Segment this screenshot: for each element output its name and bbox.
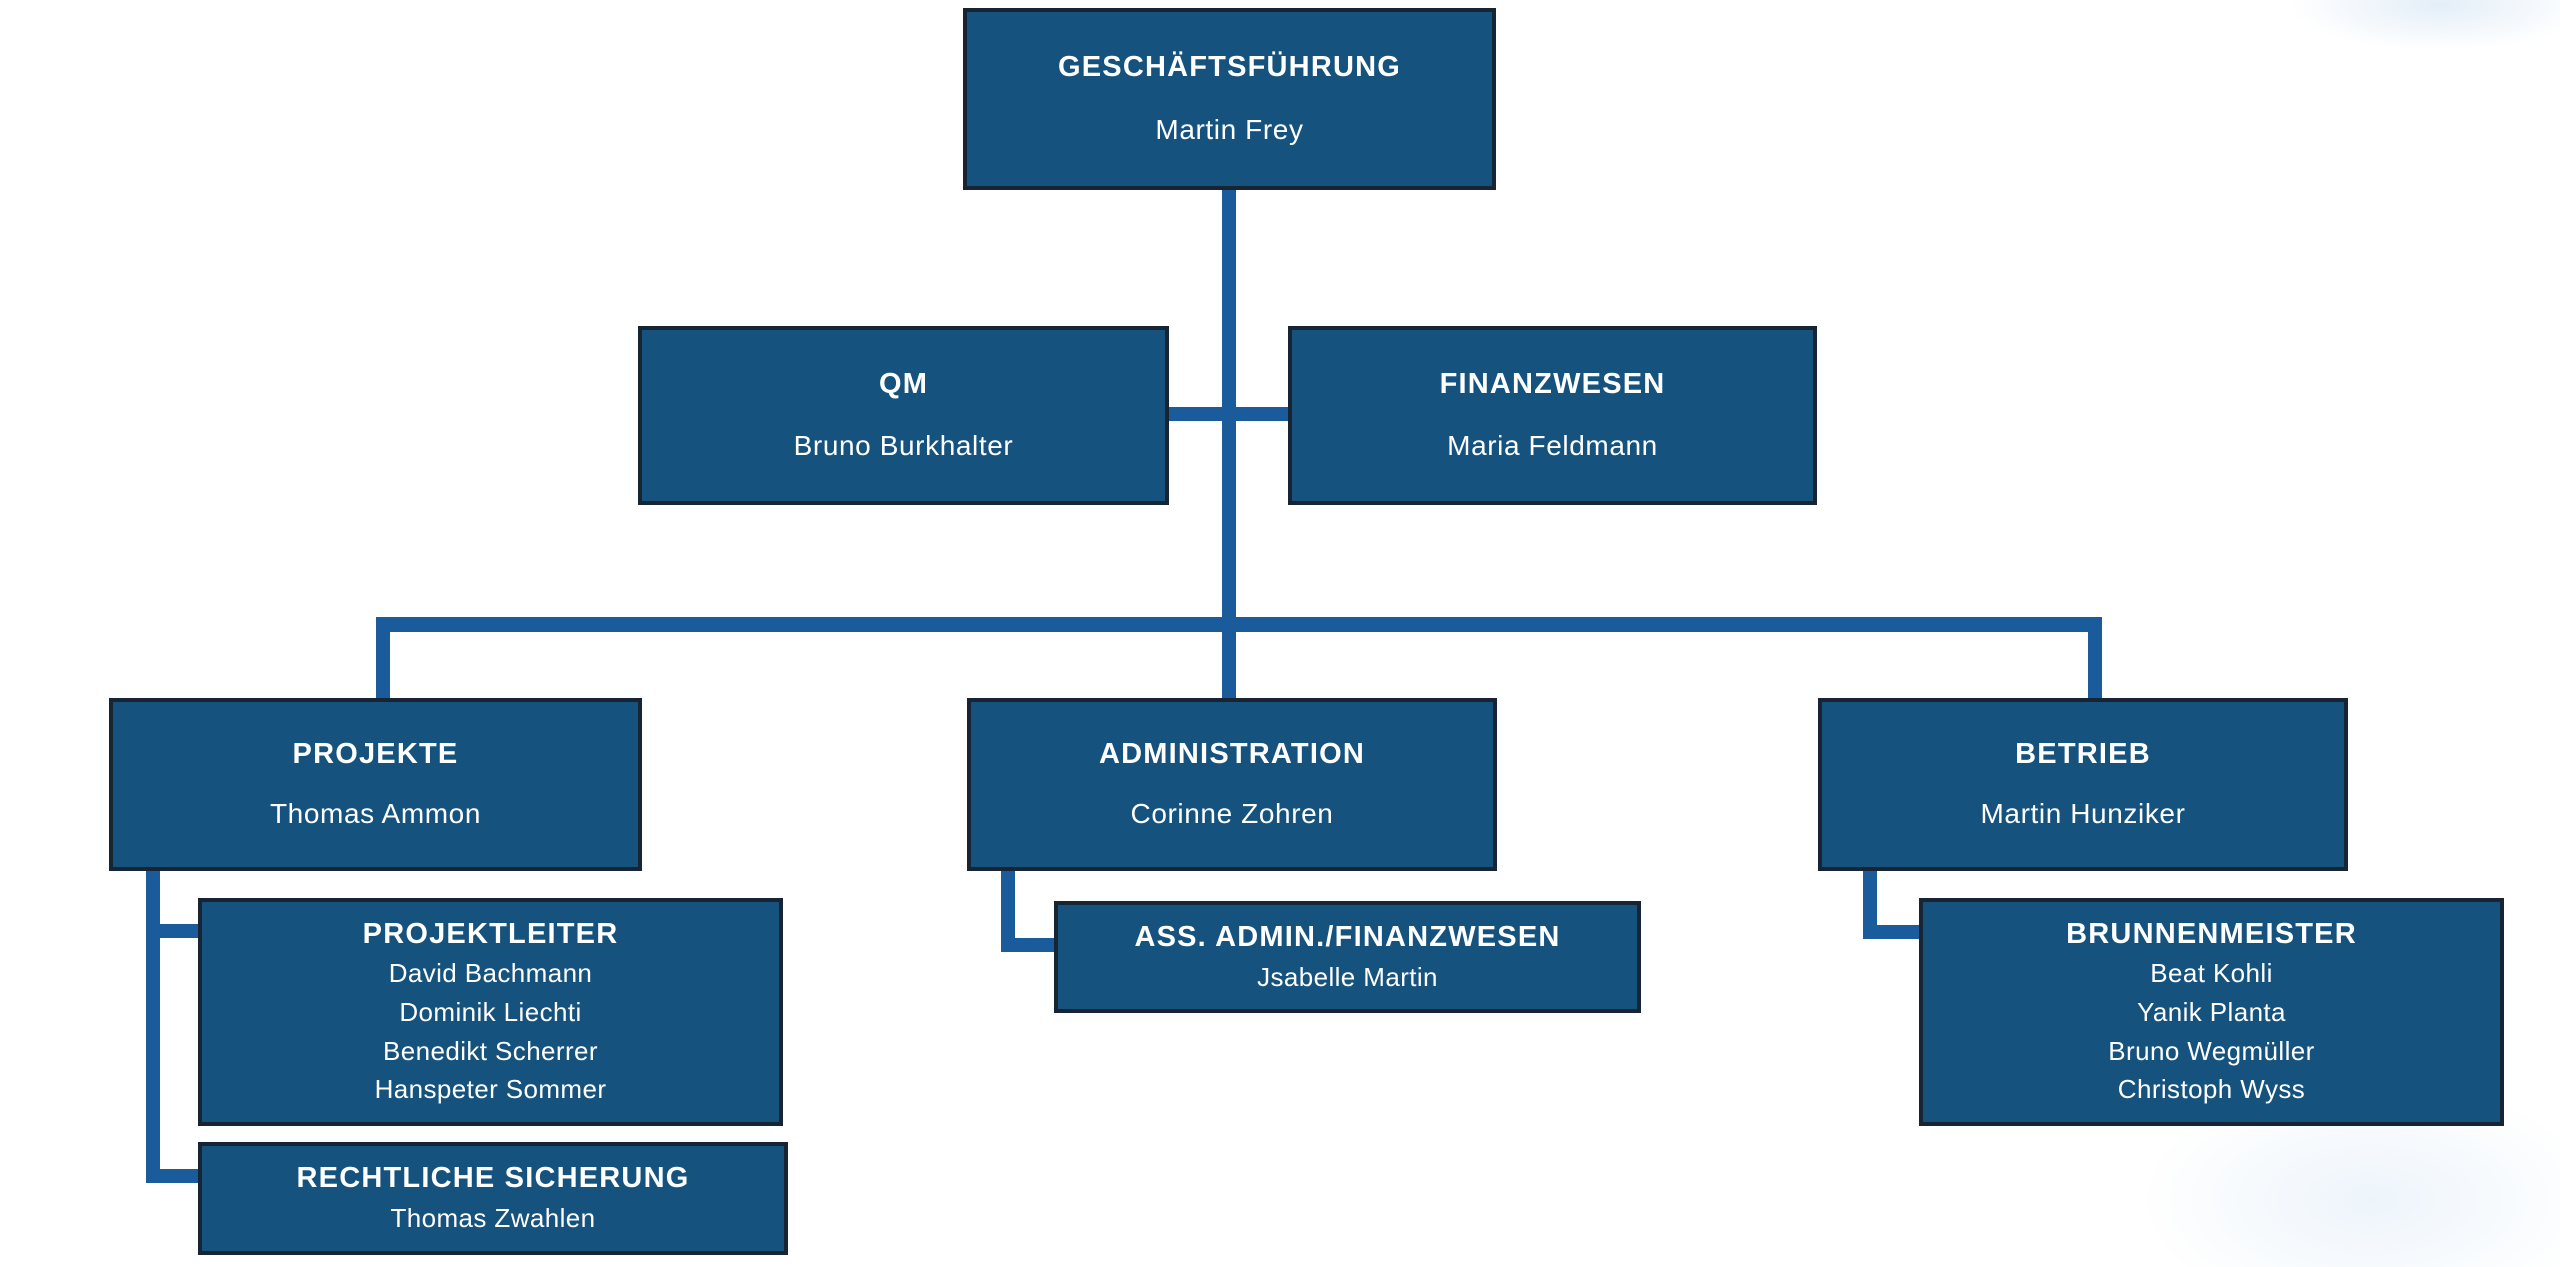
connector-drop-betrieb — [2088, 617, 2102, 698]
node-title: BRUNNENMEISTER — [2066, 917, 2357, 950]
connector-main-vertical — [1222, 188, 1236, 698]
org-node-brunnenmeister: BRUNNENMEISTER Beat Kohli Yanik Planta B… — [1919, 898, 2504, 1126]
node-title: PROJEKTLEITER — [362, 917, 619, 950]
node-member: Jsabelle Martin — [1257, 961, 1438, 992]
connector-stub-projektleiter — [153, 924, 198, 938]
node-title: BETRIEB — [2015, 738, 2151, 771]
node-person: Bruno Burkhalter — [793, 429, 1014, 461]
node-member: Yanik Planta — [2137, 997, 2286, 1028]
node-member: Benedikt Scherrer — [383, 1035, 598, 1066]
org-node-geschaeftsfuehrung: GESCHÄFTSFÜHRUNG Martin Frey — [963, 8, 1496, 190]
node-title: ASS. ADMIN./FINANZWESEN — [1134, 920, 1561, 953]
node-member: Bruno Wegmüller — [2108, 1035, 2315, 1066]
org-node-betrieb: BETRIEB Martin Hunziker — [1818, 698, 2348, 871]
org-node-qm: QM Bruno Burkhalter — [638, 326, 1169, 505]
org-node-ass-admin-finanzwesen: ASS. ADMIN./FINANZWESEN Jsabelle Martin — [1054, 901, 1641, 1013]
connector-level3-horizontal — [376, 617, 2102, 632]
node-title: FINANZWESEN — [1439, 368, 1666, 401]
connector-projekte-children-vertical — [146, 869, 160, 1183]
node-person: Corinne Zohren — [1130, 797, 1334, 829]
node-person: Martin Hunziker — [1980, 797, 2186, 829]
org-node-projekte: PROJEKTE Thomas Ammon — [109, 698, 642, 871]
org-node-projektleiter: PROJEKTLEITER David Bachmann Dominik Lie… — [198, 898, 783, 1126]
node-member: Christoph Wyss — [2117, 1074, 2306, 1105]
node-person: Martin Frey — [1155, 113, 1304, 145]
connector-drop-projekte — [376, 617, 390, 698]
node-title: GESCHÄFTSFÜHRUNG — [1057, 51, 1402, 84]
node-member: Hanspeter Sommer — [374, 1074, 607, 1105]
connector-stub-rechtliche-sicherung — [153, 1169, 198, 1183]
node-member: Beat Kohli — [2150, 958, 2273, 989]
node-member: Dominik Liechti — [399, 997, 582, 1028]
org-node-administration: ADMINISTRATION Corinne Zohren — [967, 698, 1497, 871]
decorative-wash-top-right — [2290, 0, 2560, 50]
node-member: David Bachmann — [388, 958, 593, 989]
connector-administration-child-vertical — [1001, 869, 1015, 952]
node-member: Thomas Zwahlen — [390, 1203, 596, 1233]
connector-stub-ass-admin — [1008, 938, 1054, 952]
node-title: PROJEKTE — [292, 738, 459, 771]
node-person: Maria Feldmann — [1447, 429, 1658, 461]
node-title: RECHTLICHE SICHERUNG — [296, 1162, 690, 1195]
org-node-finanzwesen: FINANZWESEN Maria Feldmann — [1288, 326, 1817, 505]
node-title: QM — [878, 368, 929, 401]
node-person: Thomas Ammon — [269, 797, 482, 829]
node-title: ADMINISTRATION — [1099, 738, 1365, 771]
connector-betrieb-child-vertical — [1863, 869, 1877, 939]
connector-qm-finanzwesen — [1166, 407, 1290, 421]
org-node-rechtliche-sicherung: RECHTLICHE SICHERUNG Thomas Zwahlen — [198, 1142, 788, 1255]
connector-stub-brunnenmeister — [1870, 925, 1919, 939]
